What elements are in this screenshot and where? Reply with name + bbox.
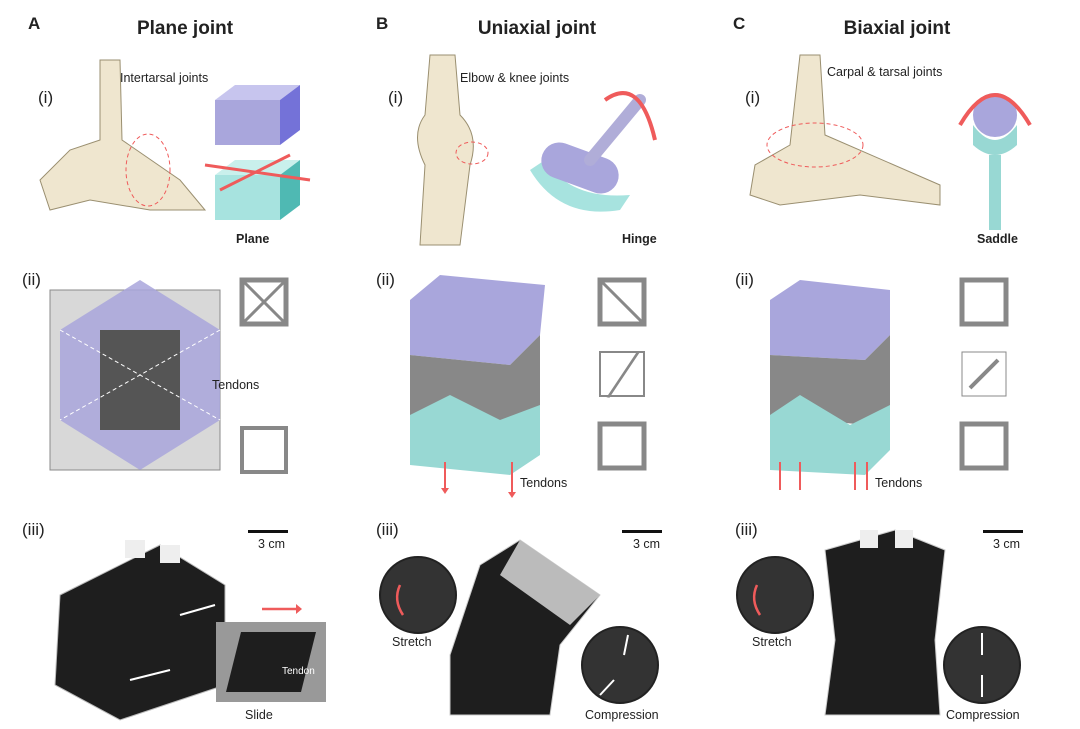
lattice-plane-joint — [49, 280, 221, 471]
elbow-bone-illustration — [417, 54, 489, 246]
unit-cell-icons — [597, 277, 647, 471]
tendon-arrows-icon — [779, 462, 868, 490]
compression-detail-circle — [943, 626, 1021, 704]
panel-letter: A — [28, 14, 41, 33]
row-label: (i) — [745, 88, 761, 107]
tendons-label: Tendons — [520, 476, 568, 490]
compression-detail-circle — [581, 626, 659, 704]
anatomy-label: Elbow & knee joints — [460, 71, 570, 85]
hinge-joint-model — [530, 91, 657, 212]
inset-slide-photo — [216, 622, 326, 702]
row-label: (ii) — [22, 270, 41, 289]
row-label: (iii) — [376, 520, 399, 539]
tendons-label: Tendons — [875, 476, 923, 490]
caption-compression: Compression — [585, 708, 659, 722]
joint-type-label: Hinge — [622, 232, 657, 246]
unit-cell-icons — [959, 277, 1009, 471]
row-label: (i) — [388, 88, 404, 107]
row-label: (iii) — [22, 520, 45, 539]
slide-arrow-icon — [262, 604, 302, 614]
anatomy-label: Intertarsal joints — [120, 71, 209, 85]
row-label: (i) — [38, 88, 54, 107]
anatomy-label: Carpal & tarsal joints — [827, 65, 943, 79]
plane-joint-cubes — [204, 85, 311, 220]
scale-bar — [248, 530, 288, 533]
photo-uniaxial-prototype — [449, 539, 601, 716]
panel-letter: B — [376, 14, 389, 33]
scale-label: 3 cm — [993, 537, 1021, 551]
tendon-arrows-icon — [441, 462, 516, 498]
tendon-inset-label: Tendon — [282, 666, 315, 677]
joint-type-label: Saddle — [977, 232, 1018, 246]
stretch-detail-circle — [379, 556, 457, 634]
foot-bone-illustration — [749, 54, 941, 206]
scale-label: 3 cm — [633, 537, 661, 551]
photo-biaxial-prototype — [824, 529, 946, 716]
caption-slide: Slide — [245, 708, 273, 722]
panel-title: Biaxial joint — [843, 18, 951, 39]
photo-plane-joint-prototype — [54, 540, 226, 721]
scale-bar — [983, 530, 1023, 533]
foot-bone-illustration — [39, 59, 207, 211]
panel-title: Uniaxial joint — [477, 18, 597, 39]
scale-bar — [622, 530, 662, 533]
unit-cell-icons — [239, 277, 289, 474]
joint-type-label: Plane — [236, 232, 270, 246]
lattice-uniaxial-joint — [410, 275, 545, 475]
caption-stretch: Stretch — [752, 635, 792, 649]
row-label: (ii) — [735, 270, 754, 289]
stretch-detail-circle — [736, 556, 814, 634]
lattice-biaxial-joint — [770, 280, 890, 475]
tendons-label: Tendons — [212, 378, 260, 392]
saddle-joint-model — [958, 93, 1032, 230]
scale-label: 3 cm — [258, 537, 286, 551]
caption-stretch: Stretch — [392, 635, 432, 649]
panel-letter: C — [733, 14, 746, 33]
caption-compression: Compression — [946, 708, 1020, 722]
row-label: (ii) — [376, 270, 395, 289]
panel-title: Plane joint — [136, 18, 234, 39]
row-label: (iii) — [735, 520, 758, 539]
